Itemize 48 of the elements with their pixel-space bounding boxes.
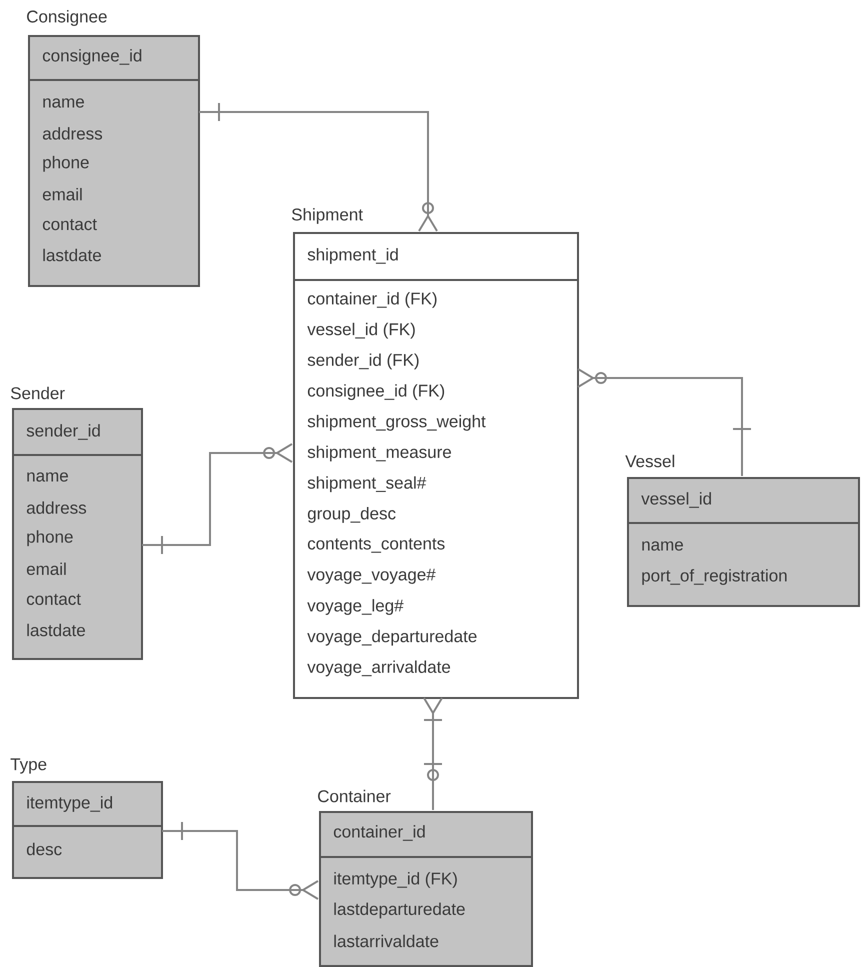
attribute-name: lastdeparturedate: [334, 902, 465, 918]
relationship-line: [198, 103, 438, 232]
attribute-name: voyage_leg#: [307, 599, 404, 615]
attribute-name: sender_id (FK): [308, 354, 419, 370]
attribute-name: name: [642, 541, 683, 551]
attribute-name: shipment_seal#: [308, 476, 426, 492]
relationship-line: [141, 443, 293, 554]
attribute-name: itemtype_id (FK): [334, 872, 457, 888]
entity-name: Vessel: [625, 454, 674, 468]
attribute-name: consignee_id (FK): [308, 384, 444, 400]
attribute-name: contents_contents: [308, 538, 445, 553]
attribute-name: address: [42, 127, 102, 140]
primary-key: itemtype_id: [27, 796, 112, 812]
attribute-name: email: [26, 562, 66, 576]
attribute-name: container_id (FK): [308, 292, 436, 308]
attribute-name: email: [42, 188, 82, 200]
attribute-name: address: [26, 501, 86, 514]
primary-key: vessel_id: [641, 492, 711, 508]
attribute-name: voyage_arrivaldate: [307, 660, 450, 676]
attribute-name: group_desc: [308, 507, 396, 523]
primary-key: consignee_id: [42, 49, 142, 65]
attribute-name: shipment_gross_weight: [308, 414, 486, 431]
primary-key: sender_id: [26, 424, 100, 440]
attribute-name: phone: [27, 530, 73, 546]
attribute-name: shipment_measure: [308, 446, 451, 462]
primary-key: shipment_id: [308, 248, 398, 264]
attribute-name: voyage_voyage#: [307, 568, 436, 584]
attribute-name: port_of_registration: [642, 569, 787, 585]
primary-key: container_id: [334, 825, 425, 841]
attribute-name: contact: [26, 594, 81, 605]
entity-name: Consignee: [27, 10, 107, 26]
attribute-name: vessel_id (FK): [307, 322, 415, 339]
relationship-line: [423, 698, 443, 811]
attribute-name: lastdate: [43, 248, 101, 262]
attribute-name: contact: [42, 219, 97, 230]
attribute-name: lastdate: [27, 624, 85, 636]
attribute-name: lastarrivaldate: [334, 934, 438, 948]
attribute-name: name: [43, 98, 84, 108]
relationship-line: [577, 368, 751, 477]
attribute-name: name: [27, 472, 68, 482]
attribute-name: desc: [26, 842, 62, 856]
relationship-line: [161, 822, 319, 900]
attribute-name: voyage_departuredate: [307, 630, 477, 646]
entity-name: Shipment: [292, 208, 363, 224]
entity-name: Sender: [10, 386, 65, 400]
entity-name: Type: [10, 758, 46, 774]
attribute-name: phone: [43, 156, 89, 172]
entity-name: Container: [318, 790, 391, 802]
